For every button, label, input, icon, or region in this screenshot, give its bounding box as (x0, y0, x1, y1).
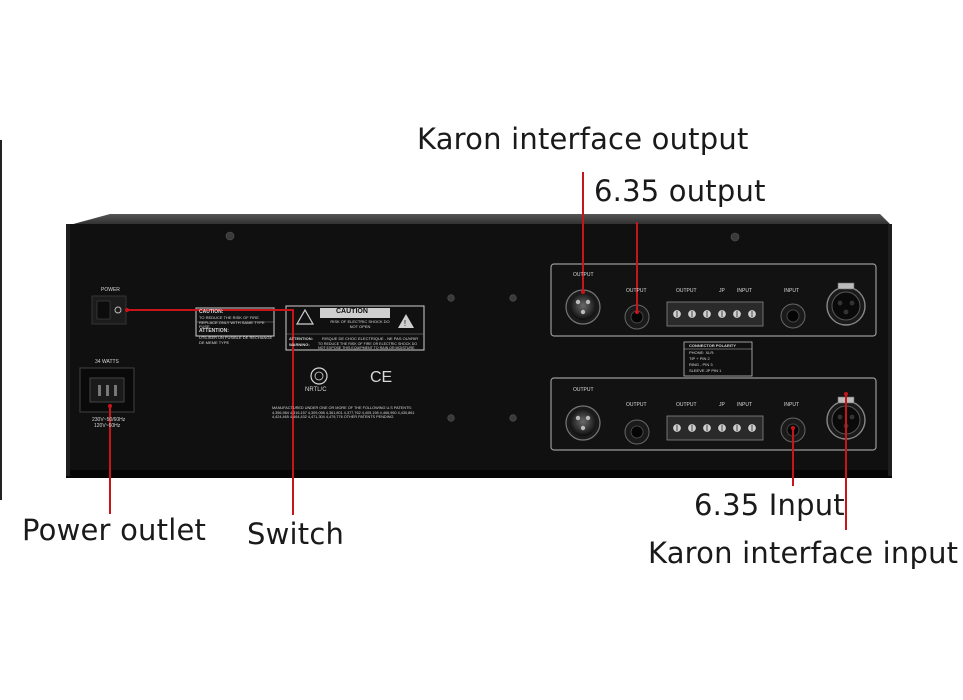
jack-output-bottom[interactable] (624, 419, 650, 445)
warning-title: WARNING: (289, 342, 310, 347)
leader-karon-input (845, 394, 847, 530)
attention-1-text: UTILISER UN FUSIBLE DE RECHANGE DE MEME … (199, 335, 273, 345)
callout-635-input: 6.35 Input (694, 488, 845, 522)
xlr-output-bottom[interactable] (565, 405, 601, 441)
attention-2-title: ATTENTION: (289, 336, 313, 341)
output-label-jack-top: OUTPUT (626, 288, 647, 294)
chassis-top (66, 214, 892, 226)
svg-text:!: ! (404, 319, 406, 328)
connector-polarity-box (683, 341, 753, 377)
caution-1-title: CAUTION: (199, 309, 224, 315)
ce-mark: CE (370, 369, 393, 386)
leader-power-outlet (109, 406, 111, 514)
callout-switch: Switch (247, 517, 345, 551)
output-label-jack-bottom: OUTPUT (626, 402, 647, 408)
watts-label: 34 WATTS (95, 359, 119, 365)
voltage-label-2: 120V~60Hz (94, 423, 121, 429)
output-label-xlr-top: OUTPUT (573, 272, 594, 278)
leader-karon-output (582, 172, 584, 292)
polarity-tip: TIP + PIN 2 (689, 356, 710, 361)
xlr-output-top[interactable] (565, 289, 601, 325)
power-label: POWER (101, 287, 120, 293)
attention-2-text: RISQUE DE CHOC ELECTRIQUE - NE PAS OUVRI… (322, 336, 419, 341)
polarity-sleeve: SLEEVE JP PIN 1 (689, 368, 722, 373)
cert-badge (310, 367, 328, 385)
leader-switch-vertical (292, 309, 294, 515)
input-label-jack-top: INPUT (784, 288, 799, 294)
xlr-input-top[interactable] (826, 282, 866, 326)
input-label-terminal-bottom: INPUT (737, 402, 752, 408)
patents-text: MANUFACTURED UNDER ONE OR MORE OF THE FO… (272, 406, 415, 420)
jp-label-top: JP (719, 288, 725, 294)
terminal-block-bottom[interactable] (666, 415, 764, 441)
caution-1-text: TO REDUCE THE RISK OF FIRE REPLACE ONLY … (199, 315, 265, 329)
polarity-head: PHONE: XLR: (689, 350, 715, 355)
voltage-label-1: 230V~50/60Hz (92, 417, 126, 423)
callout-power-outlet: Power outlet (22, 513, 207, 547)
output-label-xlr-bottom: OUTPUT (573, 387, 594, 393)
terminal-block-top[interactable] (666, 301, 764, 327)
callout-karon-interface-input: Karon interface input (648, 536, 959, 570)
jack-input-top[interactable] (780, 303, 806, 329)
caution-plate-shock (285, 305, 425, 351)
input-label-terminal-top: INPUT (737, 288, 752, 294)
polarity-ring: RING - PIN 3 (689, 362, 713, 367)
leader-635-input (792, 428, 794, 486)
callout-635-output: 6.35 output (594, 174, 766, 208)
edge-artifact (0, 140, 2, 500)
warning-text: TO REDUCE THE RISK OF FIRE OR ELECTRIC S… (318, 342, 418, 350)
output-label-terminal-bottom: OUTPUT (676, 402, 697, 408)
cert-mark: NRTL/C (305, 387, 327, 393)
input-label-jack-bottom: INPUT (784, 402, 799, 408)
attention-1-title: ATTENTION: (199, 328, 229, 334)
output-label-terminal-top: OUTPUT (676, 288, 697, 294)
chassis-screws (225, 231, 740, 422)
caution-2-sub: RISK OF ELECTRIC SHOCK DO NOT OPEN (330, 319, 390, 329)
callout-karon-interface-output: Karon interface output (417, 122, 749, 156)
leader-switch-horizontal (127, 309, 293, 311)
jp-label-bottom: JP (719, 402, 725, 408)
caution-2-title: CAUTION (336, 308, 368, 315)
leader-635-output (636, 222, 638, 312)
connector-polarity-title: CONNECTOR POLARITY (689, 343, 737, 348)
